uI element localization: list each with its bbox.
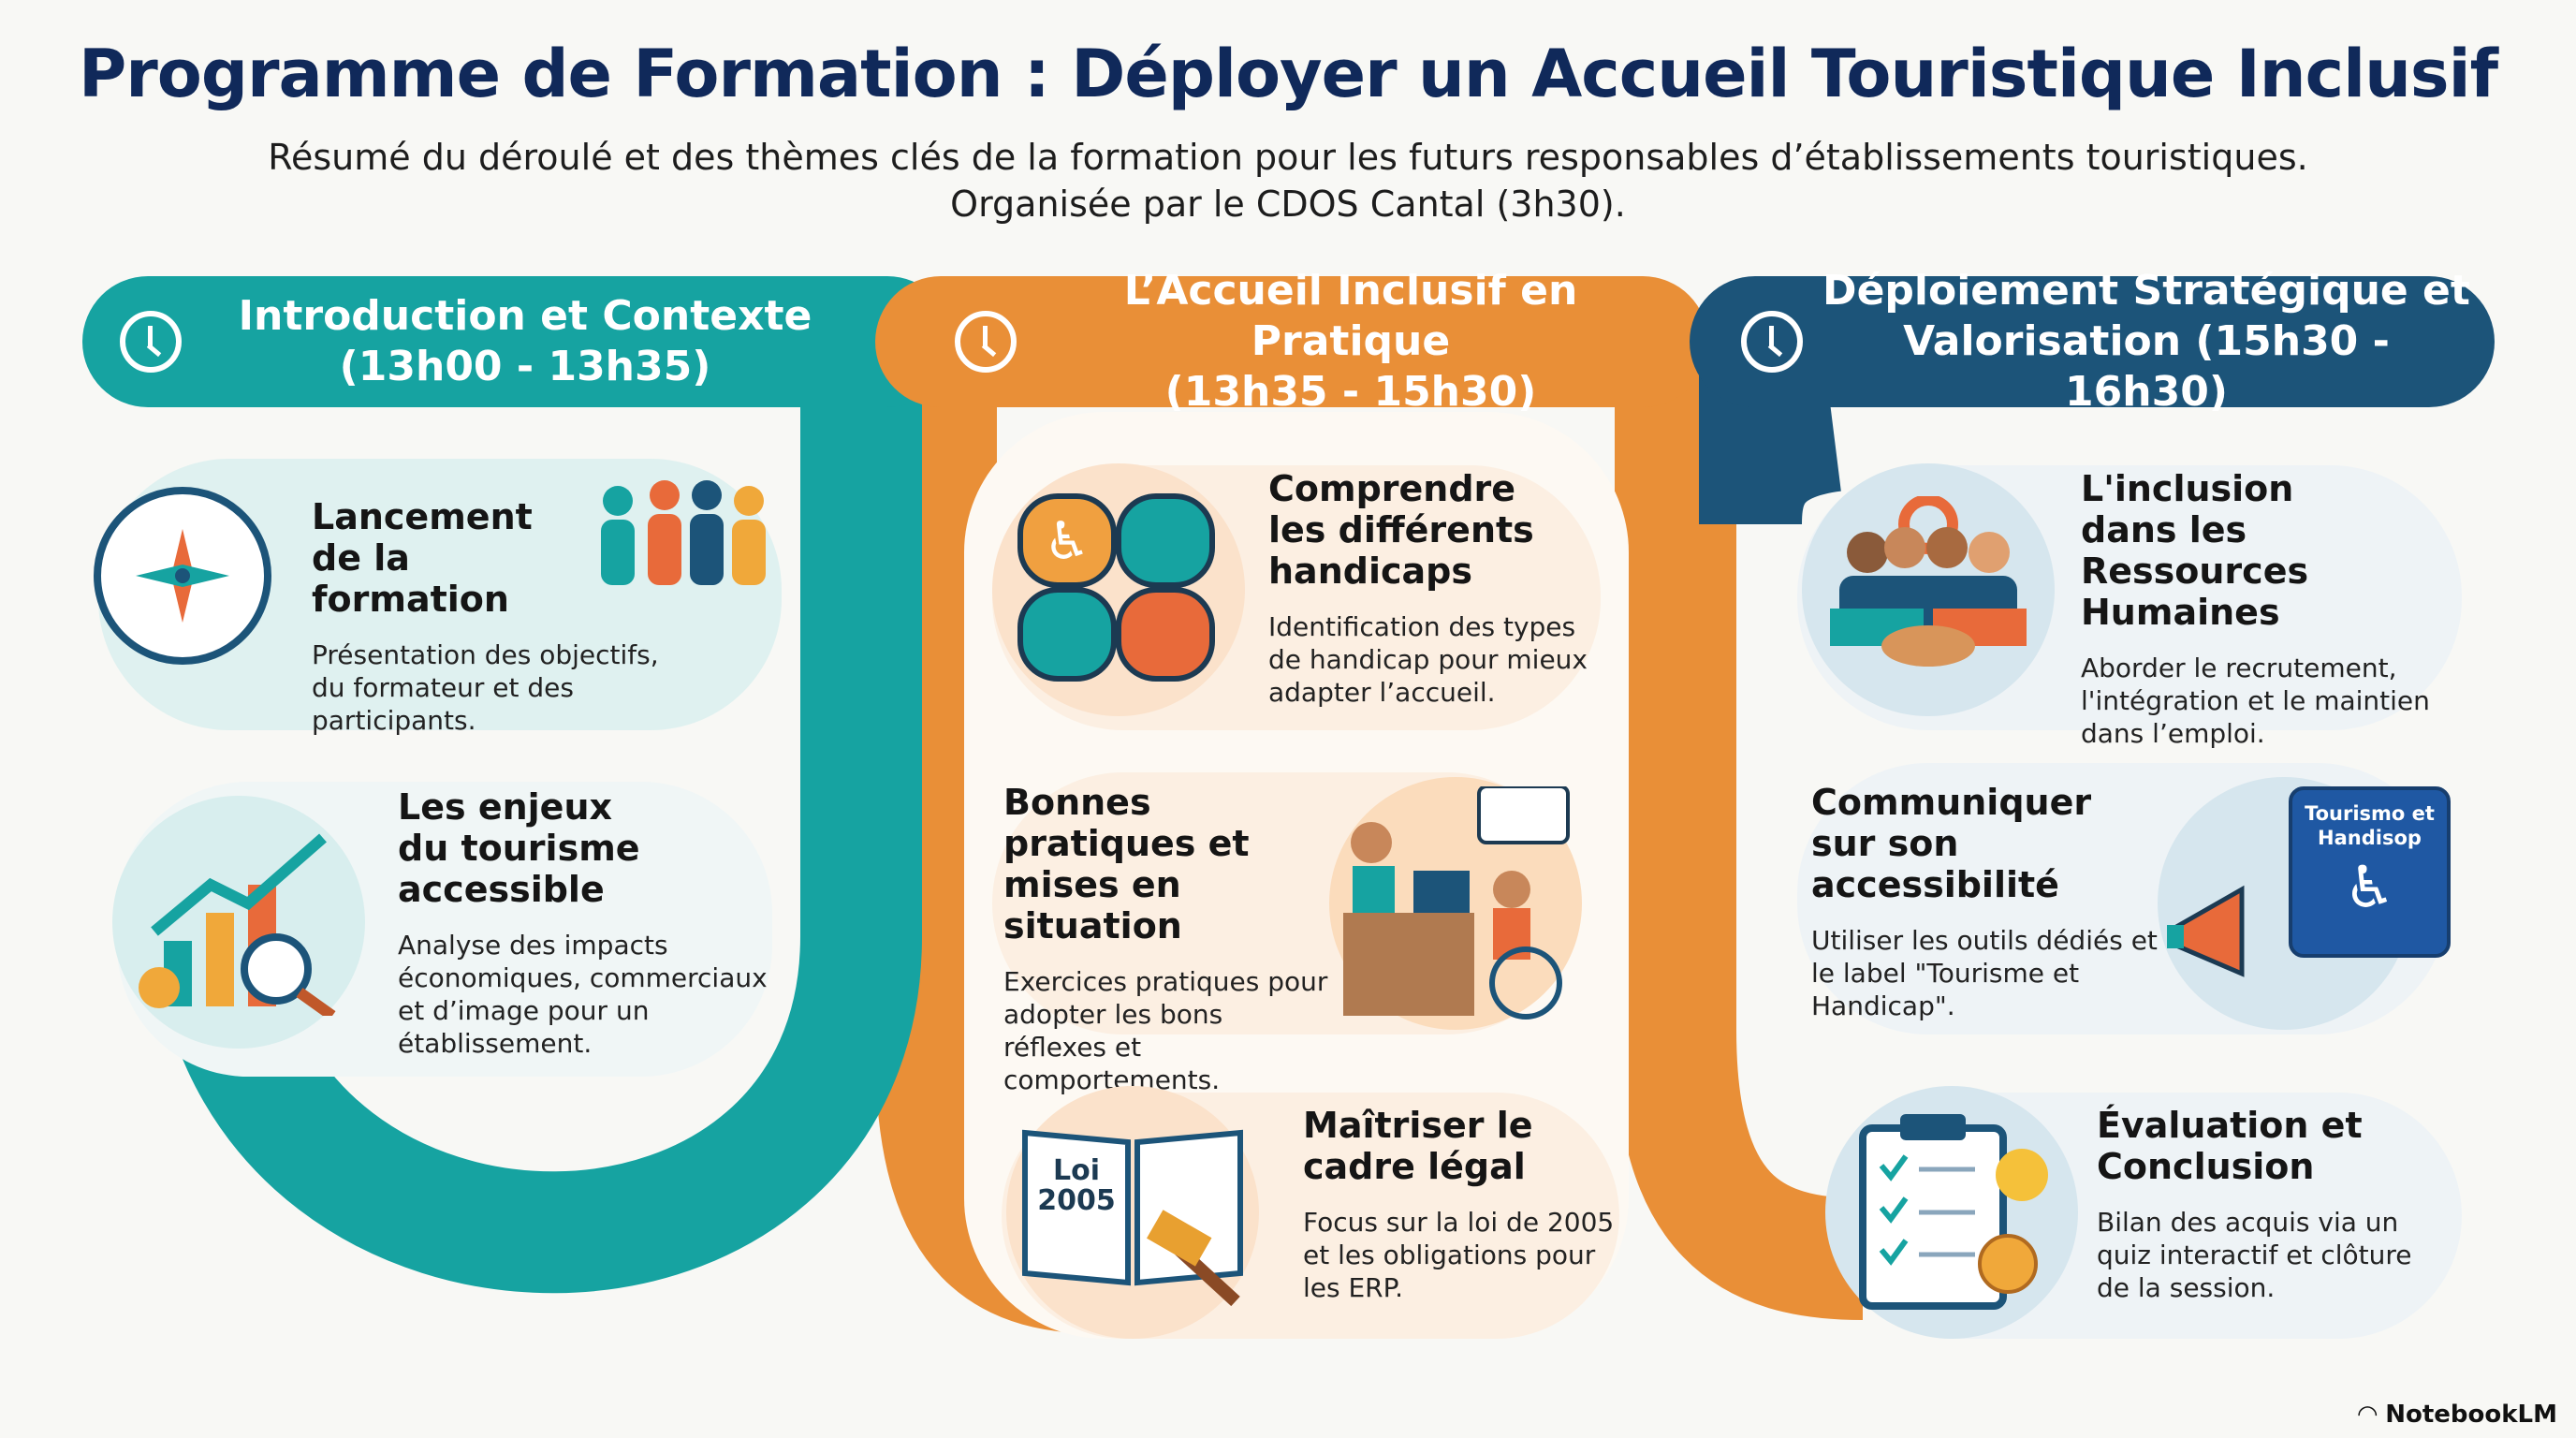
wheelchair-icon: ♿ — [2343, 853, 2396, 921]
tourisme-handicap-label: Tourismo et Handisop ♿ — [2289, 786, 2451, 958]
clock-icon — [955, 311, 1017, 373]
item-desc: Analyse des impacts économiques, commerc… — [398, 930, 768, 1059]
item-title: L'inclusion dans les Ressources Humaines — [2081, 468, 2309, 633]
law-label-year: 2005 — [1037, 1184, 1116, 1217]
reception-desk-icon — [1329, 777, 1582, 1030]
subtitle-line-1: Résumé du déroulé et des thèmes clés de … — [268, 137, 2308, 178]
subtitle-line-2: Organisée par le CDOS Cantal (3h30). — [950, 183, 1626, 225]
item-title: Bonnes pratiques et mises en situation — [1003, 782, 1250, 946]
teal-header-bg — [82, 276, 953, 407]
handshake-team-icon — [1802, 463, 2055, 716]
clock-icon — [120, 311, 182, 373]
item-title: Comprendre les différents handicaps — [1268, 468, 1534, 592]
growth-chart-icon — [112, 796, 365, 1049]
notebooklm-logo-icon: ◠ — [2358, 1401, 2386, 1429]
item-desc: Bilan des acquis via un quiz interactif … — [2097, 1207, 2412, 1303]
section-time: (13h35 - 15h30) — [1164, 368, 1537, 416]
checklist-icon — [1825, 1086, 2078, 1339]
item-communiquer: Communiquer sur son accessibilité Utilis… — [1811, 782, 2167, 1022]
item-handicaps: Comprendre les différents handicaps Iden… — [1268, 468, 1605, 709]
item-enjeux: Les enjeux du tourisme accessible Analys… — [398, 786, 772, 1060]
gavel-head — [1147, 1210, 1212, 1267]
orange-header-bg — [875, 276, 1708, 407]
notebooklm-brand: ◠ NotebookLM — [2358, 1401, 2557, 1429]
section-title: Introduction et Contexte — [238, 292, 812, 340]
teal-ribbon — [154, 374, 922, 1294]
item-title: Lancement de la formation — [312, 496, 533, 620]
law-label-loi: Loi — [1053, 1154, 1100, 1187]
blue-ribbon — [1699, 374, 1843, 526]
brand-text: NotebookLM — [2385, 1401, 2557, 1429]
section-title: L’Accueil Inclusif en Pratique — [1123, 267, 1578, 365]
compass-icon — [94, 487, 271, 665]
section-time: Valorisation (15h30 - 16h30) — [1903, 317, 2390, 416]
section-time: (13h00 - 13h35) — [339, 343, 711, 390]
item-title: Communiquer sur son accessibilité — [1811, 782, 2092, 905]
item-ressources-humaines: L'inclusion dans les Ressources Humaines… — [2081, 468, 2465, 750]
item-bonnes-pratiques: Bonnes pratiques et mises en situation E… — [1003, 782, 1331, 1096]
brain-handicap-icon: ♿ — [992, 463, 1245, 716]
item-desc: Exercices pratiques pour adopter les bon… — [1003, 966, 1328, 1095]
page-title: Programme de Formation : Déployer un Acc… — [78, 36, 2498, 112]
people-group-icon — [590, 473, 777, 594]
item-desc: Identification des types de handicap pou… — [1268, 611, 1588, 708]
item-lancement: Lancement de la formation Présentation d… — [312, 496, 659, 737]
section-title: Déploiement Stratégique et — [1822, 267, 2470, 315]
item-desc: Présentation des objectifs, du formateur… — [312, 639, 659, 736]
item-title: Maîtriser le cadre légal — [1303, 1105, 1533, 1187]
label-text: Tourismo et Handisop — [2305, 802, 2435, 849]
item-desc: Focus sur la loi de 2005 et les obligati… — [1303, 1207, 1615, 1303]
item-title: Les enjeux du tourisme accessible — [398, 786, 640, 910]
item-title: Évaluation et Conclusion — [2097, 1105, 2363, 1187]
item-evaluation: Évaluation et Conclusion Bilan des acqui… — [2097, 1105, 2462, 1304]
item-cadre-legal: Maîtriser le cadre légal Focus sur la lo… — [1303, 1105, 1621, 1304]
item-desc: Aborder le recrutement, l'intégration et… — [2081, 653, 2430, 749]
orange-ribbon-right — [1615, 374, 1864, 1320]
svg-text:♿: ♿ — [1044, 511, 1090, 572]
section-header-intro: Introduction et Contexte(13h00 - 13h35) — [82, 276, 850, 407]
section-header-pratique: L’Accueil Inclusif en Pratique(13h35 - 1… — [917, 267, 1666, 416]
blue-header-bg — [1690, 276, 2495, 407]
item-desc: Utiliser les outils dédiés et le label "… — [1811, 925, 2158, 1021]
clock-icon — [1741, 311, 1803, 373]
